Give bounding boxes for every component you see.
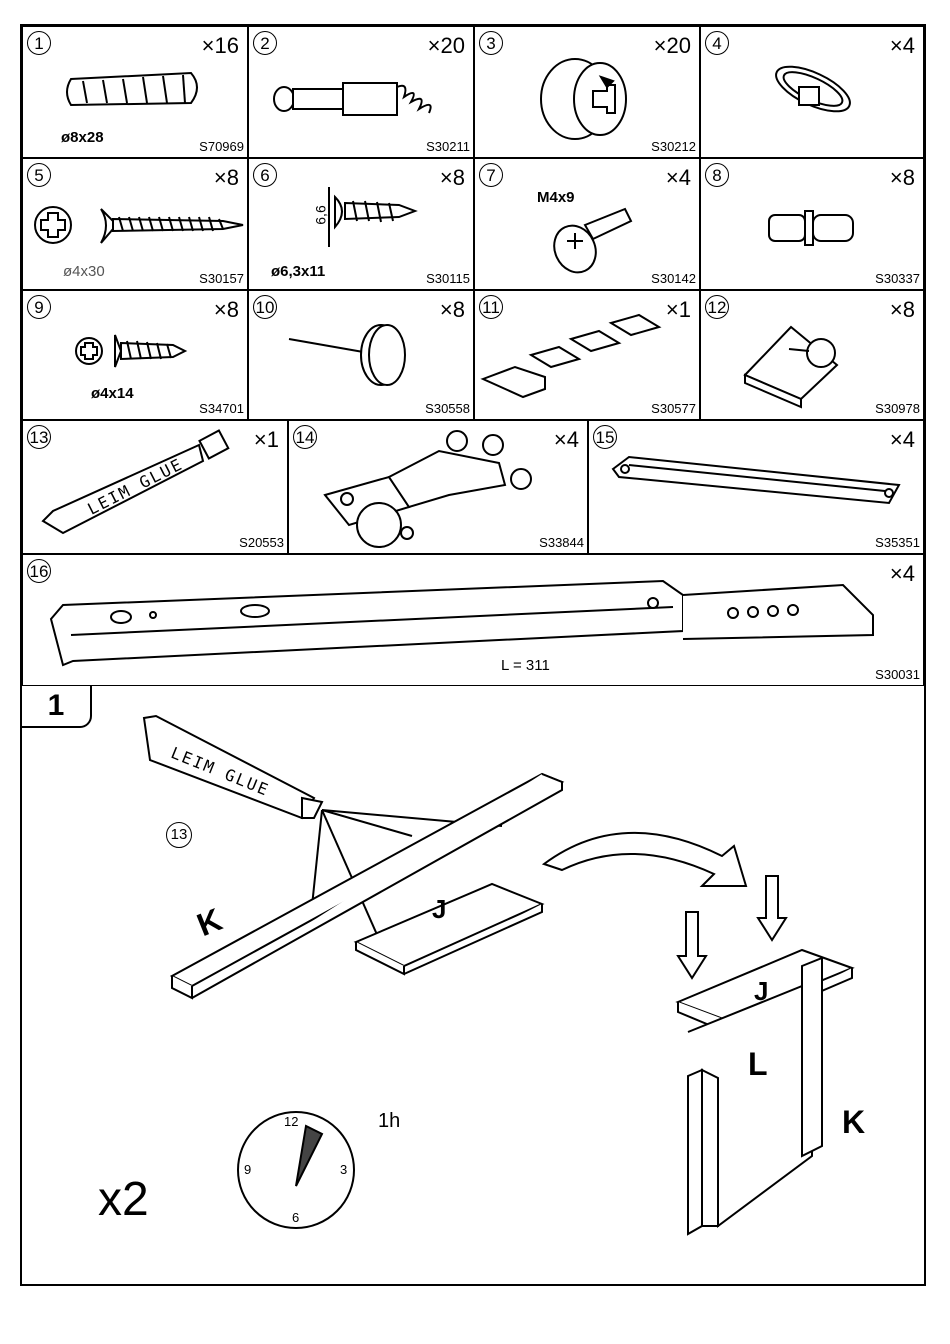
part-code: S30212	[651, 139, 696, 154]
euro-screw-height: 6,6	[313, 205, 329, 224]
drawer-slide-icon	[23, 555, 924, 686]
label-k-assembled: K	[842, 1104, 865, 1141]
part-dimension: L = 311	[501, 657, 550, 674]
part-code: S70969	[199, 139, 244, 154]
part-code: S35351	[875, 535, 920, 550]
label-j: J	[432, 894, 446, 925]
part-cell-9: 9 ×8 ø4x14 S34701	[22, 290, 248, 420]
clock-9: 9	[244, 1162, 251, 1177]
part-code: S30142	[651, 271, 696, 286]
pin-washer-icon	[701, 27, 924, 158]
clock-6: 6	[292, 1210, 299, 1225]
glue-ref-number: 13	[166, 822, 192, 848]
part-cell-16: 16 ×4 L = 311 S30031	[22, 554, 924, 686]
part-code: S30978	[875, 401, 920, 416]
label-l: L	[748, 1046, 768, 1083]
part-cell-7: 7 ×4 M4x9 S30142	[474, 158, 700, 290]
part-cell-15: 15 ×4 S35351	[588, 420, 924, 554]
handle-icon	[589, 421, 924, 554]
part-code: S30157	[199, 271, 244, 286]
label-j-assembled: J	[754, 976, 768, 1007]
part-code: S30115	[426, 271, 470, 286]
part-cell-3: 3 ×20 S30212	[474, 26, 700, 158]
part-cell-12: 12 ×8 S30978	[700, 290, 924, 420]
part-cell-8: 8 ×8 S30337	[700, 158, 924, 290]
part-code: S20553	[239, 535, 284, 550]
part-code: S34701	[199, 401, 244, 416]
part-cell-10: 10 ×8 S30558	[248, 290, 474, 420]
part-cell-2: 2 ×20 S30211	[248, 26, 474, 158]
assembly-step: 1	[22, 686, 924, 1284]
part-cell-6: 6 ×8 6,6 ø6,3x11 S30115	[248, 158, 474, 290]
instruction-sheet: 1 ×16 ø8x28 S70969 2 ×20 S30211 3 ×20 S3…	[20, 24, 926, 1286]
part-dimension: ø8x28	[61, 129, 104, 146]
part-code: S30337	[875, 271, 920, 286]
part-dimension: ø4x14	[91, 385, 134, 402]
part-dimension: ø4x30	[63, 263, 105, 280]
part-code: S30211	[426, 139, 470, 154]
part-cell-1: 1 ×16 ø8x28 S70969	[22, 26, 248, 158]
part-code: S30558	[425, 401, 470, 416]
part-cell-5: 5 ×8 ø4x30 S30157	[22, 158, 248, 290]
part-cell-4: 4 ×4	[700, 26, 924, 158]
step-illustration	[22, 686, 924, 1284]
multiplier-label: x2	[98, 1172, 149, 1227]
part-code: S30031	[875, 667, 920, 682]
part-cell-11: 11 ×1 S30577	[474, 290, 700, 420]
clock-3: 3	[340, 1162, 347, 1177]
time-label: 1h	[378, 1110, 400, 1133]
part-dimension: ø6,3x11	[271, 263, 325, 280]
clock-12: 12	[284, 1114, 298, 1129]
part-code: S30577	[651, 401, 696, 416]
part-cell-13: 13 ×1 LEIM GLUE S20553	[22, 420, 288, 554]
part-code: S33844	[539, 535, 584, 550]
part-cell-14: 14 ×4 S33844	[288, 420, 588, 554]
